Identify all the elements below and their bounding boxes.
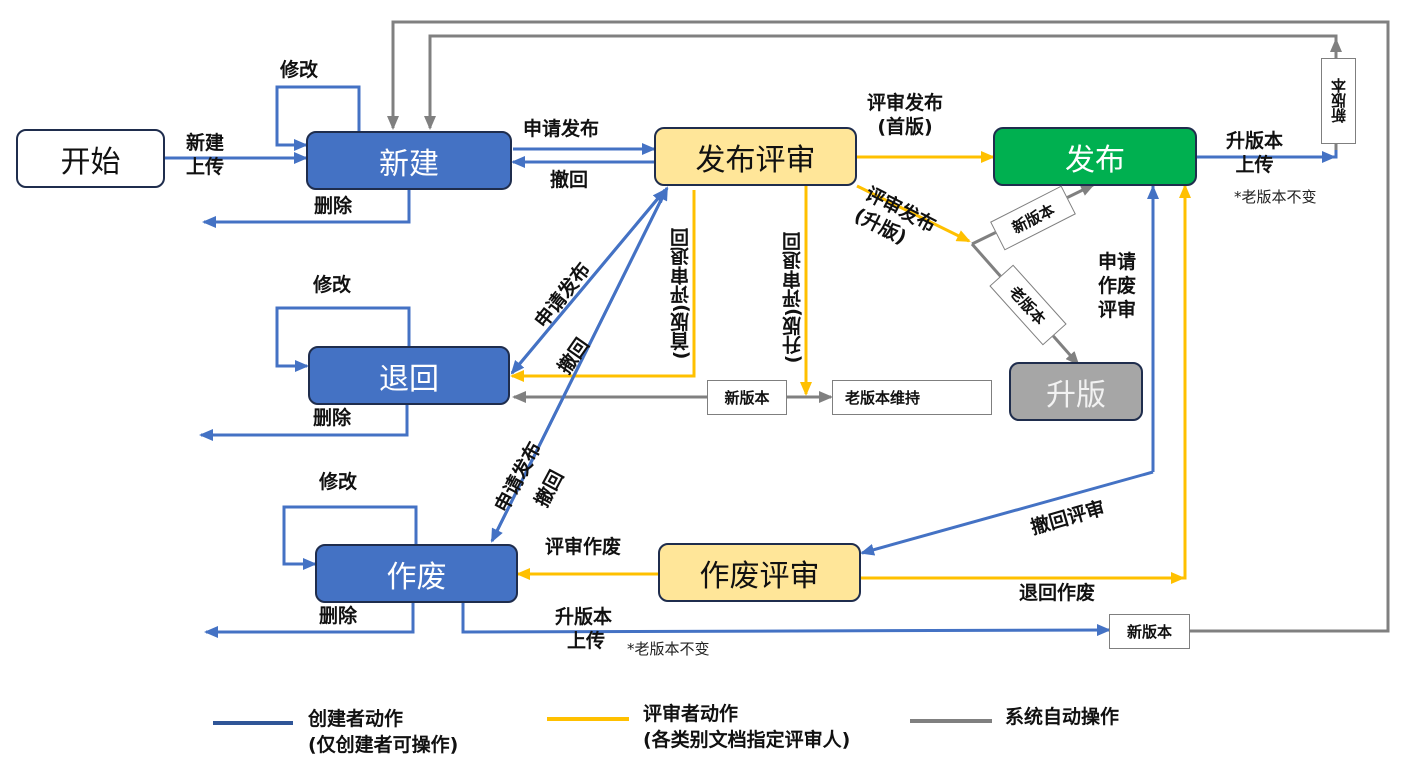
- box-new-version-mid: 新版本: [707, 380, 787, 415]
- system-loop-outer: [387, 20, 1390, 633]
- label-delete-voided: 删除: [319, 605, 358, 627]
- node-start[interactable]: 开始: [16, 129, 165, 188]
- node-void-review[interactable]: 作废评审: [658, 543, 861, 602]
- edge-returned-withdraw: [510, 189, 667, 375]
- label-modify-returned: 修改: [313, 274, 352, 296]
- node-upgraded[interactable]: 升版: [1009, 362, 1143, 421]
- note-old-version-void: *老版本不变: [627, 640, 710, 658]
- legend-creator-line: [213, 721, 293, 725]
- edge-return-void: [861, 184, 1191, 580]
- edge-voided-withdraw: [490, 187, 669, 543]
- node-new-label: 新建: [379, 146, 439, 182]
- node-start-label: 开始: [60, 144, 121, 180]
- label-review-publish-first: 评审发布(首版): [867, 92, 944, 138]
- label-upgrade-upload-void: 升版本上传: [555, 606, 613, 652]
- note-old-version-pub: *老版本不变: [1234, 188, 1317, 206]
- edge-review-return-first: [510, 190, 696, 382]
- label-withdraw: 撤回: [550, 169, 589, 191]
- legend-system-line: [910, 719, 992, 723]
- label-delete-new: 删除: [314, 195, 353, 217]
- edge-pub-upgrade: [1197, 150, 1338, 159]
- edge-voided-modify: [282, 505, 418, 570]
- edge-voided-upgrade: [461, 603, 1111, 637]
- edge-new-modify: [275, 85, 361, 151]
- label-apply-void-review: 申请作废评审: [1098, 251, 1137, 321]
- node-published-label: 发布: [1065, 142, 1125, 178]
- node-publish-review-label: 发布评审: [695, 142, 816, 178]
- box-new-version-bottom: 新版本: [1109, 614, 1190, 649]
- label-upgrade-upload-pub: 升版本上传: [1226, 130, 1284, 176]
- label-modify-voided: 修改: [319, 471, 358, 493]
- node-returned[interactable]: 退回: [308, 346, 510, 405]
- node-published[interactable]: 发布: [993, 127, 1197, 186]
- edge-returned-delete: [199, 405, 409, 441]
- box-new-version-top-right: 新版本: [1321, 58, 1356, 144]
- node-void-review-label: 作废评审: [699, 558, 820, 594]
- legend-creator-label: 创建者动作(仅创建者可操作): [308, 708, 459, 756]
- edge-new-delete: [202, 189, 411, 228]
- label-modify-new: 修改: [280, 59, 319, 81]
- label-create: 新建上传: [186, 132, 225, 178]
- label-review-return-upgrade: (升版)评审退回: [782, 232, 804, 364]
- label-apply-publish: 申请发布: [523, 118, 600, 140]
- legend-system-label: 系统自动操作: [1005, 706, 1120, 728]
- node-publish-review[interactable]: 发布评审: [654, 127, 857, 186]
- label-delete-returned: 删除: [313, 407, 352, 429]
- box-old-version-keep: 老版本维持: [832, 380, 992, 415]
- edge-withdraw-review: [860, 470, 1154, 556]
- legend-reviewer-label: 评审者动作(各类别文档指定评审人): [643, 703, 851, 751]
- label-review-return-first: (首版)评审退回: [670, 228, 692, 360]
- legend-reviewer-line: [547, 717, 629, 721]
- node-upgraded-label: 升版: [1046, 377, 1106, 413]
- edge-returned-modify: [275, 306, 411, 372]
- label-review-void: 评审作废: [545, 536, 622, 558]
- node-voided[interactable]: 作废: [315, 544, 518, 603]
- node-voided-label: 作废: [386, 559, 447, 595]
- edge-voided-delete: [204, 603, 415, 638]
- edge-review-publish-upgrade: [856, 184, 971, 243]
- label-return-void: 退回作废: [1019, 582, 1096, 604]
- node-returned-label: 退回: [379, 361, 439, 397]
- node-new[interactable]: 新建: [306, 131, 512, 190]
